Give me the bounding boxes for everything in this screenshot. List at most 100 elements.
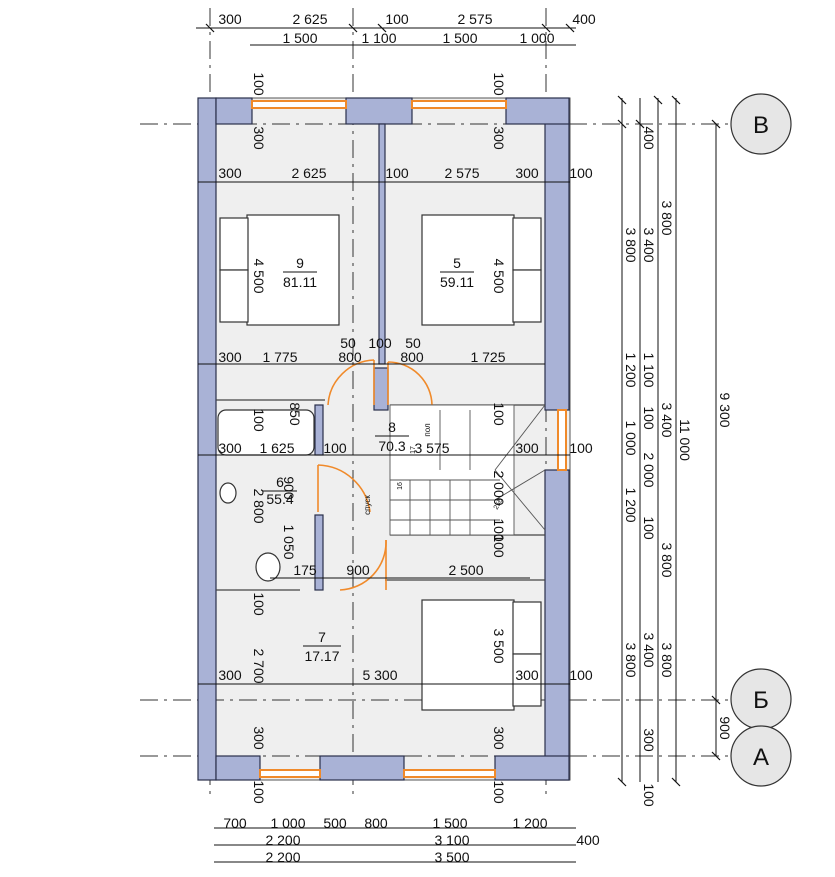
dim-v-10: 1 050 [281, 524, 297, 559]
dim-top-r2-3: 1 000 [519, 30, 554, 46]
dim-r1-0: 400 [641, 126, 657, 150]
dim-v-7: 850 [287, 402, 303, 426]
dim-r1-5: 300 [641, 728, 657, 752]
bed-room-7 [421, 599, 515, 711]
dim-in-r5-2: 300 [515, 667, 539, 683]
dim-in-r2-0: 50 [340, 335, 356, 351]
dim-v-16: 100 [491, 534, 507, 558]
room-6-area: 55.4 [266, 491, 293, 507]
dim-top-r2-0: 1 500 [282, 30, 317, 46]
staircase [389, 404, 546, 536]
wall-left [197, 97, 217, 781]
dim-bot-r1-0: 700 [223, 815, 247, 831]
dim-top-r2-1: 1 100 [361, 30, 396, 46]
dim-r5-0: 9 300 [717, 392, 733, 427]
dim-in-r1-3: 2 575 [444, 165, 479, 181]
room-5-area: 59.11 [440, 274, 474, 290]
dim-in-r3-4: 300 [515, 440, 539, 456]
dim-in-r3-5: 100 [569, 440, 593, 456]
dim-r1-3: 1 200 [623, 487, 639, 522]
axis-label-v: В [753, 112, 769, 139]
dim-r2-4: 100 [641, 516, 657, 540]
sink [255, 552, 281, 582]
dim-r5-1: 900 [717, 716, 733, 740]
dim-top-r1-1: 2 625 [292, 11, 327, 27]
dim-bot-r1-3: 800 [364, 815, 388, 831]
dim-r2-0: 3 800 [623, 227, 639, 262]
walls [197, 97, 570, 781]
dim-in-r2-1: 100 [368, 335, 392, 351]
stair-label-16: 16 [397, 482, 404, 490]
dim-v-6: 100 [251, 408, 267, 432]
dim-v-9: 2 800 [251, 488, 267, 523]
window-top-1 [251, 100, 347, 109]
room-5-number: 5 [453, 255, 461, 271]
dim-in-r4-0: 175 [293, 562, 317, 578]
dim-top-r1-4: 400 [572, 11, 596, 27]
dim-in-r2-4: 1 775 [262, 349, 297, 365]
room-8-area: 70.3 [378, 438, 405, 454]
wall-right-bottom [544, 469, 570, 781]
dim-bot-r3-1: 3 500 [434, 849, 469, 865]
dim-in-r2-2: 50 [405, 335, 421, 351]
room-7-area: 17.17 [304, 648, 339, 664]
dim-r4-2: 3 800 [659, 542, 675, 577]
dim-v-18: 300 [491, 726, 507, 750]
bed-room-5 [421, 214, 515, 326]
dim-in-r1-0: 300 [218, 165, 242, 181]
stair-label-17: 17 [410, 446, 417, 454]
wall-bottom-left [215, 755, 261, 781]
dim-in-r3-0: 300 [218, 440, 242, 456]
dim-r1-1: 1 200 [623, 352, 639, 387]
stair-label-floor: пол [423, 423, 432, 437]
room-9-number: 9 [296, 255, 304, 271]
dim-in-r3-1: 1 625 [259, 440, 294, 456]
dim-r3-0: 3 400 [641, 227, 657, 262]
dim-r2-3: 2 000 [641, 452, 657, 487]
dimension-lines [196, 27, 717, 863]
dim-r3-1: 3 400 [659, 402, 675, 437]
dim-in-r1-2: 100 [385, 165, 409, 181]
room-7-number: 7 [318, 629, 326, 645]
stair-label-250: 250 [493, 497, 505, 511]
dim-bot-r1-1: 1 000 [270, 815, 305, 831]
dim-r3-2: 3 400 [641, 632, 657, 667]
axis-marker-a: А [730, 725, 792, 787]
partition-wc [314, 404, 324, 456]
dim-v-8: 900 [281, 476, 297, 500]
wall-top-mid [345, 97, 413, 125]
room-9-area: 81.11 [283, 274, 317, 290]
door-bedroom-5 [387, 361, 433, 406]
dim-top-r1-0: 300 [218, 11, 242, 27]
dim-in-r2-3: 300 [218, 349, 242, 365]
room-6-number: 6 [276, 474, 284, 490]
axis-label-b: Б [753, 687, 769, 714]
dim-bot-r1-4: 1 500 [432, 815, 467, 831]
partition-hall [373, 367, 389, 411]
dim-v-19: 100 [251, 780, 267, 804]
wall-bottom-right [494, 755, 570, 781]
dim-v-20: 100 [491, 780, 507, 804]
dim-in-r1-5: 100 [569, 165, 593, 181]
dim-v-4: 100 [491, 72, 507, 96]
dim-v-0: 100 [251, 72, 267, 96]
stair-label-down: спуск [363, 495, 372, 515]
dim-in-r1-4: 300 [515, 165, 539, 181]
dim-v-17: 3 500 [491, 628, 507, 663]
dim-top-r1-2: 100 [385, 11, 409, 27]
wall-right-top [544, 119, 570, 411]
dim-v-1: 300 [251, 126, 267, 150]
dim-r2-2: 100 [641, 406, 657, 430]
dim-v-11: 100 [251, 592, 267, 616]
door-bedroom-9 [327, 359, 375, 406]
partition-bedrooms [378, 123, 386, 365]
window-right [557, 409, 567, 471]
dim-r1-6: 100 [641, 783, 657, 807]
dimension-ticks [205, 23, 721, 787]
dim-in-r4-1: 900 [346, 562, 370, 578]
dim-in-r4-2: 2 500 [448, 562, 483, 578]
dim-v-2: 4 500 [251, 258, 267, 293]
dim-r4-1: 11 000 [677, 419, 693, 461]
dim-in-r3-3: 3 575 [414, 440, 449, 456]
